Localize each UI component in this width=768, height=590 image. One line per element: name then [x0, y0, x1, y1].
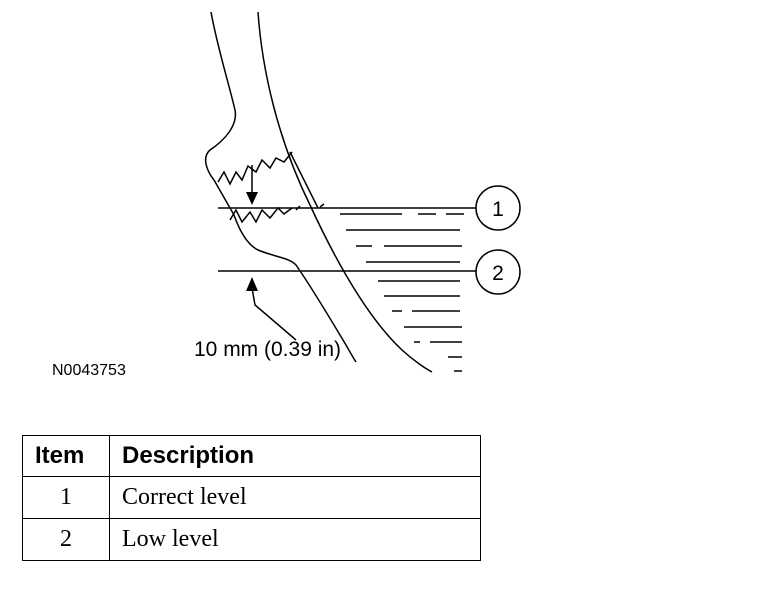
row-description: Low level	[109, 518, 481, 561]
figure-code: N0043753	[52, 362, 126, 379]
break-line-upper	[217, 151, 293, 186]
tank-inner-lower	[233, 214, 357, 363]
tank-inner-wall	[204, 11, 237, 181]
break-line-lower	[229, 206, 293, 224]
dimension-arrowhead-down	[246, 192, 258, 205]
callout-2-label: 2	[492, 262, 504, 285]
fluid-hatch	[340, 213, 464, 372]
tank-outer-wall	[257, 11, 433, 373]
dimension-leader	[251, 287, 297, 341]
notch-left-line	[213, 179, 235, 216]
header-description: Description	[109, 435, 481, 477]
header-item: Item	[22, 435, 110, 477]
fluid-level-diagram: 1 2 10 mm (0.39 in) N0043753	[52, 11, 521, 379]
row-item: 2	[22, 518, 110, 561]
callout-circle-2	[475, 249, 521, 295]
callout-1-label: 1	[492, 198, 504, 221]
callout-circle-1	[475, 185, 521, 231]
table-row: 2 Low level	[22, 518, 481, 561]
row-item: 1	[22, 476, 110, 519]
meniscus-dash-b	[319, 203, 325, 208]
table-row: 1 Correct level	[22, 476, 481, 519]
row-description: Correct level	[109, 476, 481, 519]
notch-right-line	[289, 151, 319, 209]
dimension-label: 10 mm (0.39 in)	[194, 338, 341, 361]
legend-table: Item Description 1 Correct level 2 Low l…	[22, 435, 481, 561]
legend-header-row: Item Description	[22, 435, 481, 477]
dimension-arrowhead-up	[246, 277, 258, 291]
